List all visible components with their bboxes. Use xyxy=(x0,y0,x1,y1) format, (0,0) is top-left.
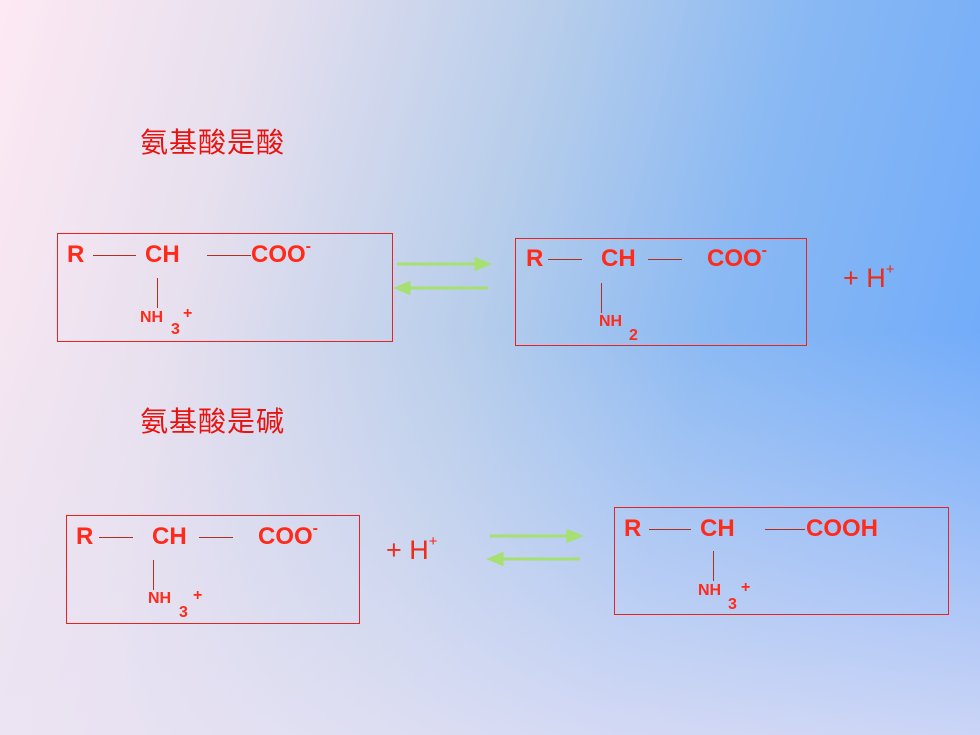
zwitterion-box-1 xyxy=(57,233,393,342)
heading-base: 氨基酸是碱 xyxy=(140,405,286,438)
ammonium-group: NH xyxy=(140,309,164,326)
bond-line xyxy=(649,529,691,530)
carboxylate-group: COO- xyxy=(251,238,311,268)
proton-product: + H+ xyxy=(843,261,895,293)
carboxylate-group: COO- xyxy=(258,520,318,550)
ch-group: CH xyxy=(152,523,187,550)
bond-line xyxy=(207,255,251,256)
subscript-2: 2 xyxy=(629,327,638,344)
carboxyl-group: COOH xyxy=(806,515,878,542)
zwitterion-box-2 xyxy=(66,515,360,624)
charge-plus: + xyxy=(741,579,751,596)
bond-line xyxy=(153,560,154,590)
forward-arrow-head xyxy=(566,528,584,544)
ch-group: CH xyxy=(145,241,180,268)
ammonium-group: NH xyxy=(148,590,172,607)
ammonium-group: NH xyxy=(698,582,722,599)
r-group: R xyxy=(526,245,544,272)
bond-line xyxy=(713,551,714,581)
r-group: R xyxy=(76,523,94,550)
subscript-3: 3 xyxy=(728,596,737,613)
charge-plus: + xyxy=(193,587,203,604)
equilibrium-arrow-1 xyxy=(393,256,492,296)
ch-group: CH xyxy=(601,245,636,272)
carboxylate-group: COO- xyxy=(707,242,767,272)
subscript-3: 3 xyxy=(179,604,188,621)
bond-line xyxy=(199,537,233,538)
reverse-arrow-head xyxy=(486,551,504,567)
ch-group: CH xyxy=(700,515,735,542)
amino-group: NH xyxy=(599,313,623,330)
bond-line xyxy=(93,255,136,256)
anion-box xyxy=(515,238,807,346)
bond-line xyxy=(601,283,602,313)
bond-line xyxy=(548,259,582,260)
bond-line xyxy=(648,259,682,260)
bond-line xyxy=(157,278,158,308)
bond-line xyxy=(99,537,133,538)
reverse-arrow-head xyxy=(393,280,411,296)
r-group: R xyxy=(624,515,642,542)
equilibrium-arrow-2 xyxy=(486,528,584,567)
proton-reactant: + H+ xyxy=(386,533,438,565)
charge-plus: + xyxy=(183,305,193,322)
r-group: R xyxy=(67,241,85,268)
bond-line xyxy=(765,529,805,530)
subscript-3: 3 xyxy=(171,321,180,338)
heading-acid: 氨基酸是酸 xyxy=(140,126,286,159)
cation-box xyxy=(614,507,949,615)
forward-arrow-head xyxy=(474,256,492,272)
